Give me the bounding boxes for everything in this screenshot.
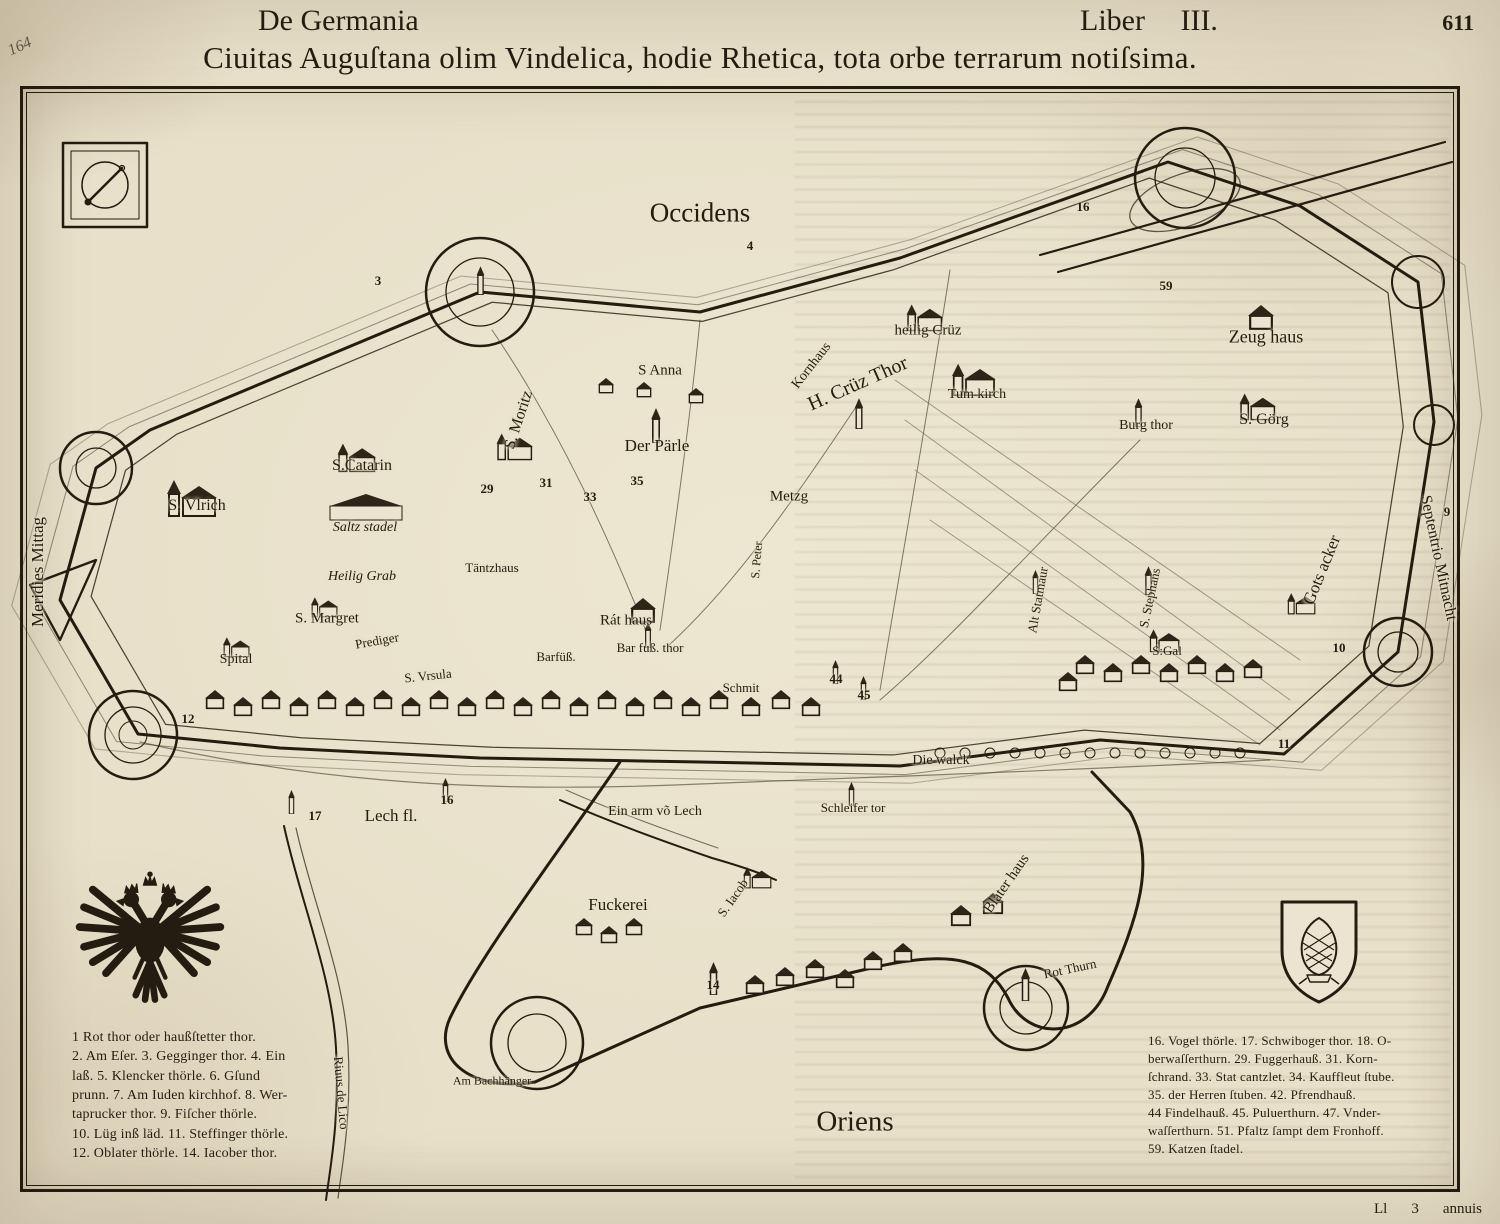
tree-row bbox=[934, 747, 1246, 759]
sheet-number: 3 bbox=[1411, 1201, 1419, 1217]
augsburg-pinecone-shield-icon bbox=[1280, 900, 1358, 1004]
legend-line: ſchrand. 33. Stat cantzlet. 34. Kauffleu… bbox=[1148, 1068, 1395, 1084]
signature-row: Ll 3 annuis bbox=[1374, 1201, 1482, 1218]
rivers bbox=[139, 741, 1271, 1201]
legend-line: prunn. 7. Am Iuden kirchhof. 8. Wer- bbox=[72, 1087, 288, 1103]
legend-line: laß. 5. Klencker thörle. 6. Gſund bbox=[72, 1068, 261, 1084]
catchword: annuis bbox=[1442, 1201, 1482, 1217]
legend-left: 1 Rot thor oder haußſtetter thor. 2. Am E… bbox=[72, 1028, 322, 1163]
map-title: Ciuitas Auguſtana olim Vindelica, hodie … bbox=[203, 40, 1197, 75]
city-walls bbox=[11, 126, 1483, 1091]
double-headed-eagle-icon bbox=[75, 871, 225, 1003]
legend-line: waſſerthurn. 51. Pfaltz ſampt dem Fronho… bbox=[1148, 1122, 1384, 1138]
legend-line: berwaſſerthurn. 29. Fuggerhauß. 31. Korn… bbox=[1148, 1050, 1378, 1066]
page-number: 611 bbox=[1442, 10, 1474, 35]
signature-mark: Ll bbox=[1373, 1201, 1388, 1217]
legend-line: 44 Findelhauß. 45. Puluerthurn. 47. Vnde… bbox=[1148, 1104, 1381, 1120]
compass-rose-icon bbox=[61, 141, 149, 229]
header-liber: Liber III. bbox=[1080, 4, 1218, 37]
header-de-germania: De Germania bbox=[258, 4, 419, 37]
roads bbox=[491, 269, 1301, 746]
legend-line: 10. Lüg inß läd. 11. Steffinger thörle. bbox=[72, 1126, 289, 1142]
legend-line: 1 Rot thor oder haußſtetter thor. bbox=[72, 1030, 256, 1045]
legend-line: 2. Am Eſer. 3. Gegginger thor. 4. Ein bbox=[72, 1049, 286, 1065]
legend-line: 59. Katzen ſtadel. bbox=[1148, 1140, 1244, 1156]
legend-line: 16. Vogel thörle. 17. Schwiboger thor. 1… bbox=[1148, 1033, 1392, 1048]
legend-line: 35. der Herren ſtuben. 42. Pfrendhauß. bbox=[1148, 1086, 1356, 1102]
legend-line: taprucker thor. 9. Fiſcher thörle. bbox=[72, 1107, 258, 1123]
buildings bbox=[166, 266, 1316, 1001]
legend-line: 12. Oblater thörle. 14. Iacober thor. bbox=[72, 1145, 278, 1161]
legend-right: 16. Vogel thörle. 17. Schwiboger thor. 1… bbox=[1148, 1032, 1448, 1158]
